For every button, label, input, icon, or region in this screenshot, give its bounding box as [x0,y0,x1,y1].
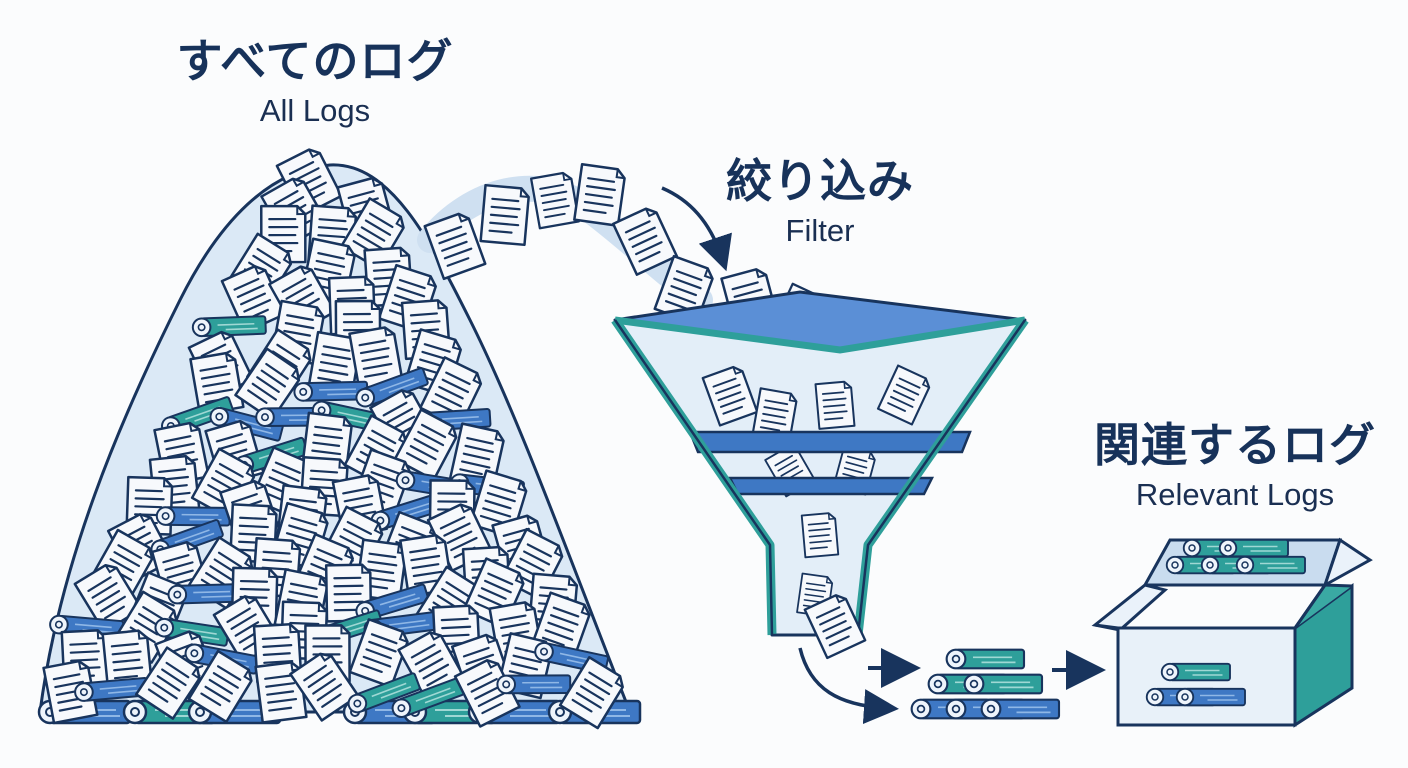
log-roll-icon [945,648,1026,670]
relevant-logs-label-en: Relevant Logs [1135,476,1335,512]
log-roll-icon [167,583,243,605]
document-icon [479,183,531,247]
log-roll-icon [980,698,1061,720]
box-icon [1091,537,1373,728]
filter-label-jp: 絞り込み [726,154,914,208]
log-roll-icon [496,674,572,695]
relevant-logs-label: 関連するログ Relevant Logs [1070,420,1400,513]
all-logs-label: すべてのログ All Logs [150,36,480,129]
all-logs-label-en: All Logs [259,92,371,128]
log-roll-icon [963,673,1044,695]
funnel-icon [611,290,1029,637]
arrow-icon [661,186,732,272]
document-icon [573,162,627,228]
log-roll-icon [191,315,267,338]
filter-label-en: Filter [785,212,855,248]
filter-label: 絞り込み Filter [690,156,950,249]
filtered-log-stack [910,648,1061,720]
document-icon [529,170,581,230]
log-pile [37,144,642,730]
document-stream [417,162,830,348]
arrow-icon [798,647,899,725]
all-logs-label-jp: すべてのログ [176,34,454,88]
relevant-logs-label-jp: 関連するログ [1094,418,1376,472]
